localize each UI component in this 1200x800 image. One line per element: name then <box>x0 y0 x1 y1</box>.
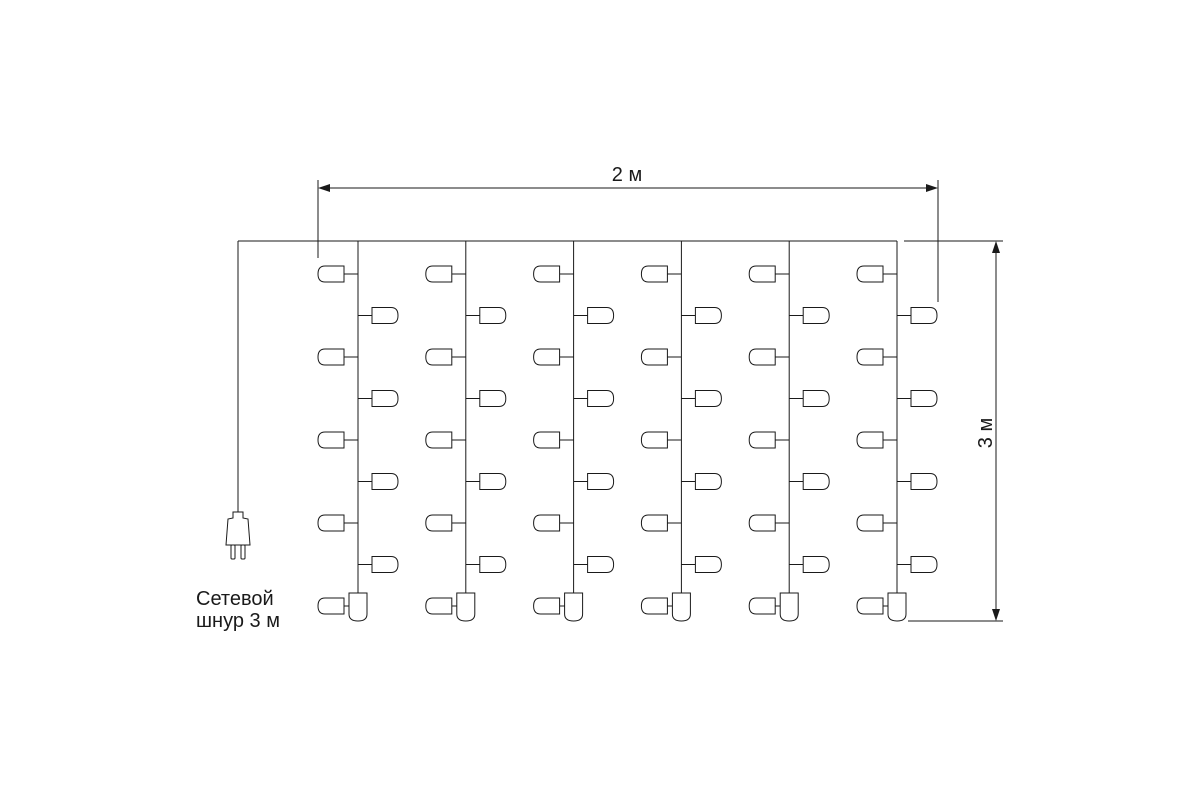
led-bulb-icon <box>317 514 345 532</box>
led-bulb-icon <box>694 556 722 573</box>
led-bulb-icon <box>479 307 507 324</box>
led-bulb-bottom-icon <box>671 592 691 622</box>
led-bulb-icon <box>533 597 561 615</box>
led-bulb-icon <box>640 597 668 615</box>
power-cord <box>225 240 897 560</box>
led-bulb-icon <box>317 431 345 449</box>
arrow-up-icon <box>992 241 1000 253</box>
led-bulb-icon <box>856 514 884 532</box>
width-label: 2 м <box>612 164 642 186</box>
led-strand <box>856 241 938 622</box>
led-bulb-icon <box>317 265 345 283</box>
led-bulb-icon <box>425 514 453 532</box>
led-strand <box>748 241 830 622</box>
led-bulb-icon <box>748 514 776 532</box>
led-bulb-icon <box>533 265 561 283</box>
led-bulb-icon <box>425 431 453 449</box>
led-bulb-icon <box>479 390 507 407</box>
led-bulb-icon <box>802 473 830 490</box>
led-bulb-icon <box>640 265 668 283</box>
led-bulb-icon <box>371 390 399 407</box>
height-label: 3 м <box>975 418 997 448</box>
cord-label-line2: шнур 3 м <box>196 610 280 632</box>
led-bulb-icon <box>533 514 561 532</box>
led-bulb-icon <box>533 348 561 366</box>
led-bulb-icon <box>425 597 453 615</box>
led-bulb-bottom-icon <box>456 592 476 622</box>
led-bulb-icon <box>802 390 830 407</box>
led-bulb-icon <box>856 265 884 283</box>
led-bulb-icon <box>694 473 722 490</box>
led-bulb-icon <box>371 307 399 324</box>
led-bulb-icon <box>587 307 615 324</box>
plug-icon <box>225 511 251 560</box>
led-strand <box>425 241 507 622</box>
led-bulb-icon <box>694 390 722 407</box>
led-bulb-icon <box>748 431 776 449</box>
led-bulb-bottom-icon <box>887 592 907 622</box>
led-strand <box>533 241 615 622</box>
led-bulb-bottom-icon <box>779 592 799 622</box>
cord-label-line1: Сетевой <box>196 588 274 610</box>
led-bulb-icon <box>856 597 884 615</box>
led-bulb-icon <box>425 265 453 283</box>
led-bulb-icon <box>317 348 345 366</box>
led-bulb-icon <box>910 556 938 573</box>
led-bulb-bottom-icon <box>564 592 584 622</box>
led-bulb-icon <box>640 348 668 366</box>
led-bulb-icon <box>640 431 668 449</box>
led-bulb-icon <box>910 473 938 490</box>
width-dimension: 2 м <box>317 164 939 302</box>
led-bulb-icon <box>910 390 938 407</box>
led-bulb-icon <box>694 307 722 324</box>
led-strands <box>317 241 938 622</box>
arrow-left-icon <box>318 184 330 192</box>
led-bulb-icon <box>533 431 561 449</box>
led-bulb-bottom-icon <box>348 592 368 622</box>
led-strand <box>317 241 399 622</box>
led-bulb-icon <box>802 307 830 324</box>
led-bulb-icon <box>748 597 776 615</box>
arrow-right-icon <box>926 184 938 192</box>
height-dimension: 3 м <box>904 240 1003 622</box>
led-bulb-icon <box>587 390 615 407</box>
led-bulb-icon <box>587 556 615 573</box>
led-bulb-icon <box>587 473 615 490</box>
led-bulb-icon <box>856 348 884 366</box>
led-strand <box>640 241 722 622</box>
cord-label: Сетевой шнур 3 м <box>196 588 280 632</box>
arrow-down-icon <box>992 609 1000 621</box>
led-bulb-icon <box>425 348 453 366</box>
led-bulb-icon <box>371 556 399 573</box>
led-bulb-icon <box>748 348 776 366</box>
led-bulb-icon <box>317 597 345 615</box>
led-bulb-icon <box>371 473 399 490</box>
led-bulb-icon <box>910 307 938 324</box>
led-bulb-icon <box>479 473 507 490</box>
led-bulb-icon <box>479 556 507 573</box>
led-bulb-icon <box>748 265 776 283</box>
led-bulb-icon <box>640 514 668 532</box>
led-bulb-icon <box>856 431 884 449</box>
led-bulb-icon <box>802 556 830 573</box>
